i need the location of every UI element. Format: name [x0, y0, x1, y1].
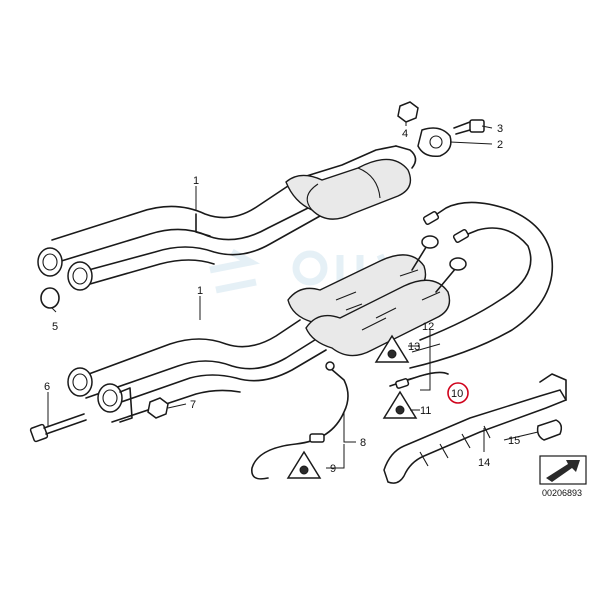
callout-2: 2	[497, 139, 503, 151]
leader-lines	[47, 122, 539, 469]
callout-8: 8	[360, 437, 366, 449]
flange-bolt	[453, 119, 485, 135]
callout-3: 3	[497, 123, 503, 135]
torque-warning-icon	[382, 390, 418, 419]
callout-11: 11	[420, 405, 431, 417]
callout-12: 12	[422, 321, 434, 333]
callout-5: 5	[52, 321, 58, 333]
callout-1-lower: 1	[197, 285, 203, 297]
callout-13: 13	[408, 341, 420, 353]
sensor-cable-short	[251, 361, 349, 480]
callout-9: 9	[330, 463, 336, 475]
gasket-ring	[40, 287, 60, 309]
torque-warning-icon	[286, 450, 322, 479]
callout-10-highlight	[447, 382, 469, 404]
sensor-cable-10	[389, 371, 449, 389]
callout-10: 10	[451, 388, 463, 400]
flange-nut	[397, 101, 419, 123]
front-pipe-flanges-lower	[67, 367, 133, 423]
bracket	[383, 373, 568, 484]
front-pipe-upper	[51, 127, 452, 289]
nut	[147, 397, 169, 419]
sensor-cable-long	[397, 201, 554, 383]
arrow-box-icon	[539, 455, 587, 485]
front-pipe-lower	[77, 235, 467, 423]
diagram-code: 00206893	[542, 488, 582, 498]
torque-warning-icon	[374, 334, 410, 363]
callout-7: 7	[190, 399, 196, 411]
callout-14: 14	[478, 457, 490, 469]
bolt	[29, 413, 87, 443]
front-pipe-flanges-upper	[37, 247, 93, 291]
callout-6: 6	[44, 381, 50, 393]
callout-15: 15	[508, 435, 520, 447]
clip	[536, 419, 563, 441]
callout-4: 4	[402, 128, 408, 140]
callouts: 1 1 2 3 4 5 6 7 8 9 10 11 12 13 14 15	[44, 123, 520, 475]
callout-1-upper: 1	[193, 175, 199, 187]
